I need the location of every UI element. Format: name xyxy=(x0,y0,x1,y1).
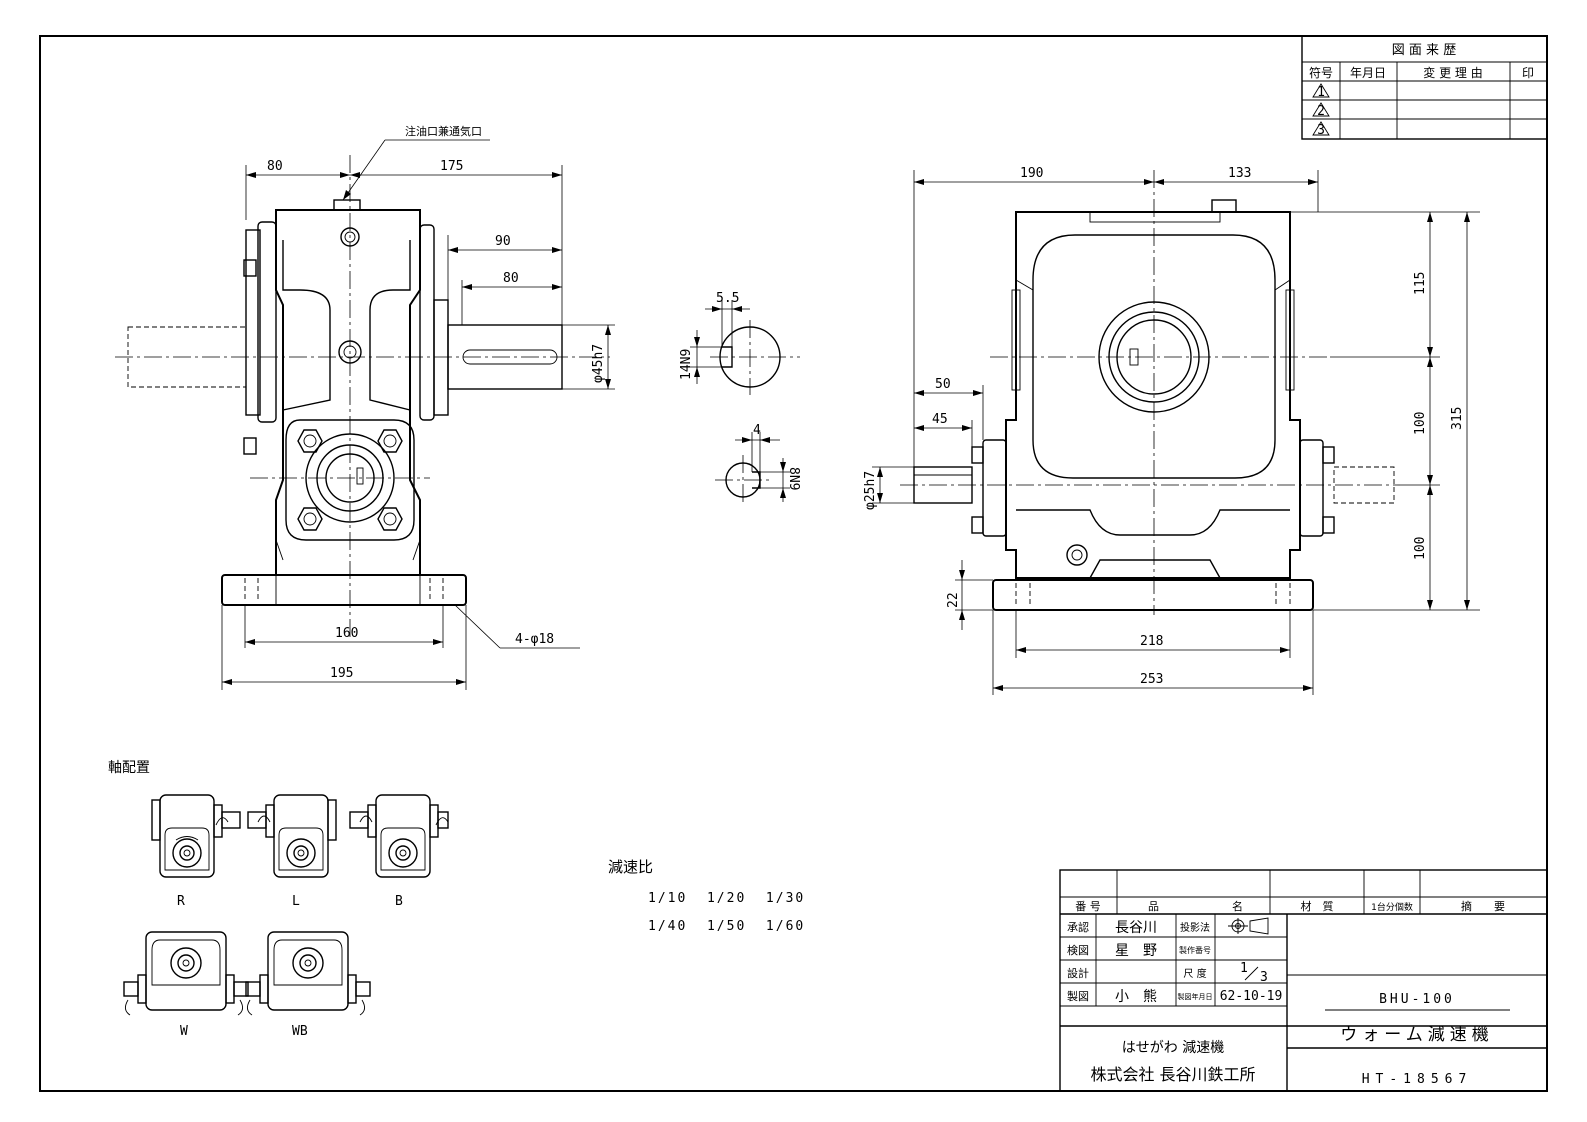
svg-text:2: 2 xyxy=(1317,104,1325,119)
drawn-label: 製図 xyxy=(1067,989,1089,1003)
arrangement-l-label: L xyxy=(292,894,300,909)
dim-keyway-4: 4 xyxy=(753,423,761,438)
keyway-detail-small: 4 8N9 xyxy=(715,423,801,505)
svg-text:1: 1 xyxy=(1317,85,1325,100)
dim-side-115: 115 xyxy=(1413,272,1428,295)
svg-text:1: 1 xyxy=(1240,961,1248,976)
oil-plug xyxy=(333,199,361,211)
checked-name: 星 野 xyxy=(1115,943,1157,959)
svg-text:3: 3 xyxy=(1317,123,1325,138)
keyway-detail-large: 5.5 14N9 xyxy=(679,291,800,395)
revision-header-seal: 印 xyxy=(1522,66,1534,80)
flange-bolt xyxy=(297,429,403,531)
revision-table: 図 面 来 歴 符号 年月日 変 更 理 由 印 1 2 3 xyxy=(1301,35,1548,140)
revision-mark-3: 3 xyxy=(1312,121,1330,138)
reduction-ratio-title: 減速比 xyxy=(608,858,653,876)
arrangement-wb-label: WB xyxy=(292,1024,308,1039)
parts-col-material: 材 質 xyxy=(1301,899,1334,913)
arrangement-r-label: R xyxy=(177,894,185,909)
shaft-arrangement-title: 軸配置 xyxy=(108,760,150,776)
front-view: 80 175 90 80 φ45h7 注油口兼通気口 160 xyxy=(115,124,615,690)
arrangement-l: L xyxy=(247,794,337,909)
date-value: 62-10-19 xyxy=(1220,989,1283,1004)
scale-label: 尺 度 xyxy=(1183,967,1206,980)
output-shaft xyxy=(447,324,563,390)
dim-front-195: 195 xyxy=(330,666,353,681)
designed-label: 設計 xyxy=(1067,966,1089,980)
side-input-shaft xyxy=(913,466,973,504)
projection-symbol-icon xyxy=(1228,917,1269,935)
revision-header-mark: 符号 xyxy=(1309,65,1333,80)
revision-header-reason: 変 更 理 由 xyxy=(1423,65,1482,80)
dim-side-100-low: 100 xyxy=(1413,537,1428,560)
dim-side-22: 22 xyxy=(946,592,961,608)
gear-housing xyxy=(275,209,421,576)
arrangement-wb: WB xyxy=(245,931,371,1039)
dim-keyway-5-5: 5.5 xyxy=(716,291,739,306)
dim-side-190: 190 xyxy=(1020,166,1043,181)
dim-side-45: 45 xyxy=(932,412,948,427)
revision-mark-2: 2 xyxy=(1312,102,1330,119)
parts-col-remarks: 摘 要 xyxy=(1461,899,1505,913)
svg-text:3: 3 xyxy=(1260,970,1268,985)
shaft-arrangement: 軸配置 R L xyxy=(108,760,449,1039)
front-base xyxy=(221,574,467,606)
reduction-ratio: 減速比 1/10 1/20 1/30 1/40 1/50 1/60 xyxy=(608,858,805,934)
worm-wheel-cover xyxy=(1032,234,1276,479)
arrangement-b: B xyxy=(349,794,449,909)
arrangement-r: R xyxy=(151,794,241,909)
dim-front-175: 175 xyxy=(440,159,463,174)
dim-front-holes: 4-φ18 xyxy=(515,632,554,647)
arrangement-w: W xyxy=(123,931,249,1039)
dim-front-90: 90 xyxy=(495,234,511,249)
dim-keyway-8n9: 8N9 xyxy=(786,467,801,490)
oil-port-label: 注油口兼通気口 xyxy=(405,124,482,138)
revision-mark-1: 1 xyxy=(1312,83,1330,100)
side-base xyxy=(992,579,1314,611)
date-label: 製図年月日 xyxy=(1178,992,1213,1001)
scale-value: 1 3 xyxy=(1240,961,1268,985)
dim-front-shaft-dia: φ45h7 xyxy=(591,344,606,383)
side-housing xyxy=(1005,211,1301,579)
dim-front-80: 80 xyxy=(267,159,283,174)
company-brand: はせがわ 減速機 xyxy=(1122,1039,1224,1056)
side-bore xyxy=(1098,301,1210,413)
dim-side-315: 315 xyxy=(1450,407,1465,430)
reduction-ratio-row1: 1/10 1/20 1/30 xyxy=(648,891,805,906)
approved-label: 承認 xyxy=(1067,920,1089,934)
arrangement-w-label: W xyxy=(180,1024,188,1039)
title-block: 番 号 品 名 材 質 1台分個数 摘 要 承認 長谷川 検図 星 野 設計 製… xyxy=(1059,869,1548,1092)
dim-side-253: 253 xyxy=(1140,672,1163,687)
drawing-number: HT-18567 xyxy=(1362,1072,1473,1087)
dim-front-80b: 80 xyxy=(503,271,519,286)
output-bore xyxy=(305,433,395,523)
parts-col-name-1: 品 xyxy=(1148,900,1159,913)
sheet-border xyxy=(39,35,1548,1092)
parts-col-qty: 1台分個数 xyxy=(1371,901,1413,913)
reduction-ratio-row2: 1/40 1/50 1/60 xyxy=(648,919,805,934)
dim-side-133: 133 xyxy=(1228,166,1251,181)
dim-side-50: 50 xyxy=(935,377,951,392)
product-no-label: 製作番号 xyxy=(1179,945,1211,955)
model-name: BHU-100 xyxy=(1379,992,1455,1007)
dim-front-160: 160 xyxy=(335,626,358,641)
dim-side-218: 218 xyxy=(1140,634,1163,649)
product-name: ウォーム減速機 xyxy=(1340,1025,1494,1045)
dim-side-shaft-dia: φ25h7 xyxy=(863,471,878,510)
side-view: 190 133 115 100 100 315 50 45 xyxy=(863,166,1480,695)
revision-title: 図 面 来 歴 xyxy=(1392,43,1456,58)
revision-header-date: 年月日 xyxy=(1350,66,1386,80)
company-name: 株式会社 長谷川鉄工所 xyxy=(1090,1065,1255,1084)
dim-keyway-14n9: 14N9 xyxy=(679,349,694,380)
approved-name: 長谷川 xyxy=(1115,920,1157,936)
projection-label: 投影法 xyxy=(1180,921,1210,934)
parts-col-number: 番 号 xyxy=(1075,900,1101,913)
dim-side-100-mid: 100 xyxy=(1413,412,1428,435)
checked-label: 検図 xyxy=(1067,943,1089,957)
parts-col-name-2: 名 xyxy=(1232,899,1243,913)
arrangement-b-label: B xyxy=(395,894,403,909)
drawn-name: 小 熊 xyxy=(1115,989,1157,1005)
